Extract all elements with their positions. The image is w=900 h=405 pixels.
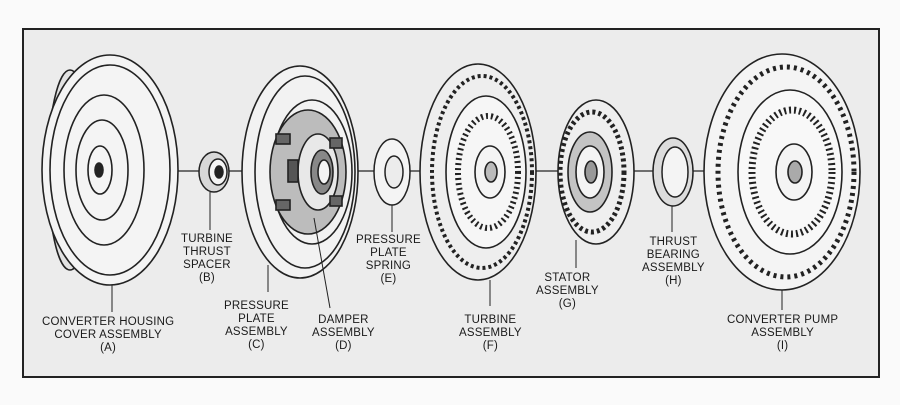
- leader-d: [313, 217, 331, 309]
- stator-assembly: [557, 99, 635, 245]
- converter-pump-assembly: [703, 53, 861, 291]
- pressure-plate-spring: [373, 138, 411, 206]
- pressure-plate-assembly: [241, 65, 359, 279]
- turbine-thrust-spacer: [198, 151, 230, 193]
- converter-housing-cover: [41, 54, 179, 286]
- thrust-bearing-assembly: [652, 137, 694, 207]
- leader-lines: [111, 192, 783, 312]
- turbine-assembly: [419, 63, 537, 281]
